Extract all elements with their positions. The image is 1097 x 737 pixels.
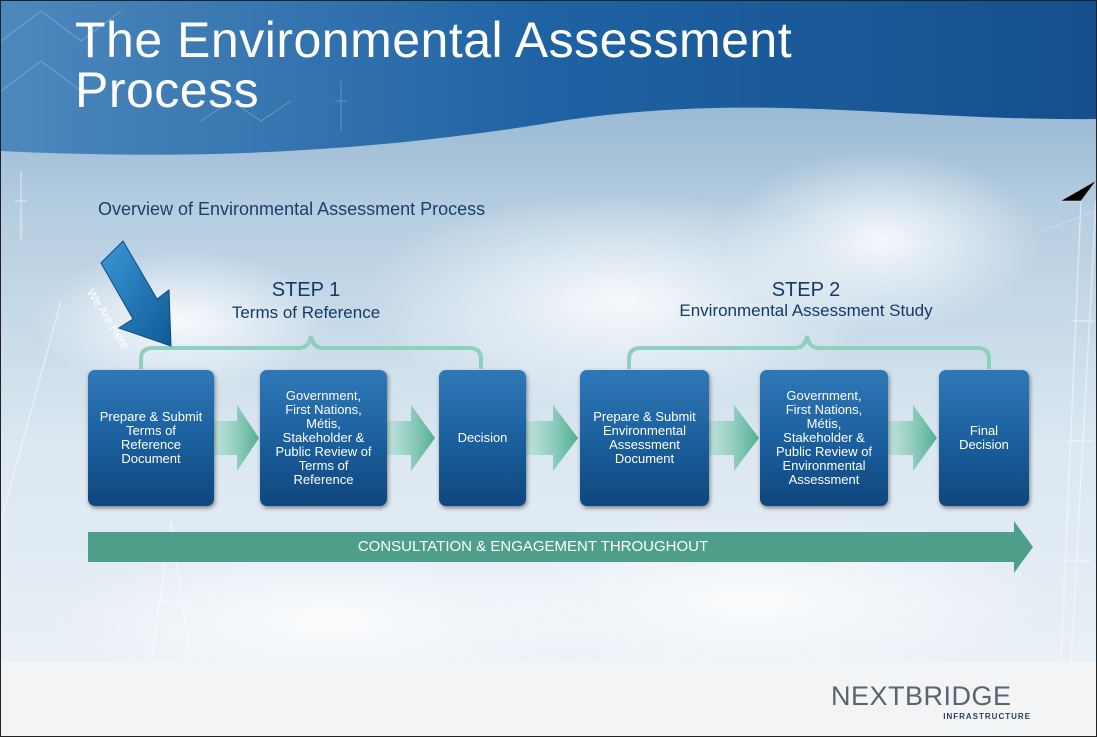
consultation-arrow <box>88 521 1033 573</box>
consultation-label: CONSULTATION & ENGAGEMENT THROUGHOUT <box>357 538 709 555</box>
logo-wordmark: NEXTBRIDGE <box>831 681 1012 711</box>
nextbridge-logo: NEXTBRIDGE INFRASTRUCTURE <box>831 681 1031 725</box>
process-box-text: Prepare & Submit Terms of Reference Docu… <box>99 409 203 466</box>
flow-arrow-1 <box>214 405 259 471</box>
process-box-final-decision: Final Decision <box>939 370 1029 506</box>
footer-bar <box>1 662 1096 736</box>
process-box-text: Government, First Nations, Métis, Stakeh… <box>275 388 372 487</box>
process-box-text: Final Decision <box>959 423 1009 452</box>
step-1-number: STEP 1 <box>271 279 341 301</box>
arrow-down-right-icon <box>100 240 172 347</box>
step-2-number: STEP 2 <box>771 279 841 301</box>
process-box-review-ea: Government, First Nations, Métis, Stakeh… <box>760 370 888 506</box>
process-box-text: Prepare & Submit Environmental Assessmen… <box>593 409 696 466</box>
step-1-bracket <box>139 335 483 369</box>
process-box-text: Decision <box>457 430 508 445</box>
flow-arrow-3 <box>526 405 578 471</box>
title-band <box>1 1 1096 155</box>
process-box-prepare-ea: Prepare & Submit Environmental Assessmen… <box>580 370 709 506</box>
logo-subtext: INFRASTRUCTURE <box>943 712 1031 721</box>
process-box-review-tor: Government, First Nations, Métis, Stakeh… <box>260 370 387 506</box>
process-box-text: Government, First Nations, Métis, Stakeh… <box>775 388 873 487</box>
slide-title: The Environmental Assessment Process <box>75 12 793 118</box>
process-box-decision: Decision <box>439 370 526 506</box>
flow-arrow-4 <box>709 405 759 471</box>
flow-arrow-2 <box>387 405 435 471</box>
slide-subtitle: Overview of Environmental Assessment Pro… <box>98 199 486 219</box>
flow-arrow-5 <box>888 405 937 471</box>
step-2-name: Environmental Assessment Study <box>679 301 933 320</box>
step-1-name: Terms of Reference <box>231 303 381 322</box>
process-box-prepare-tor: Prepare & Submit Terms of Reference Docu… <box>88 370 214 506</box>
step-2-bracket <box>627 335 991 369</box>
